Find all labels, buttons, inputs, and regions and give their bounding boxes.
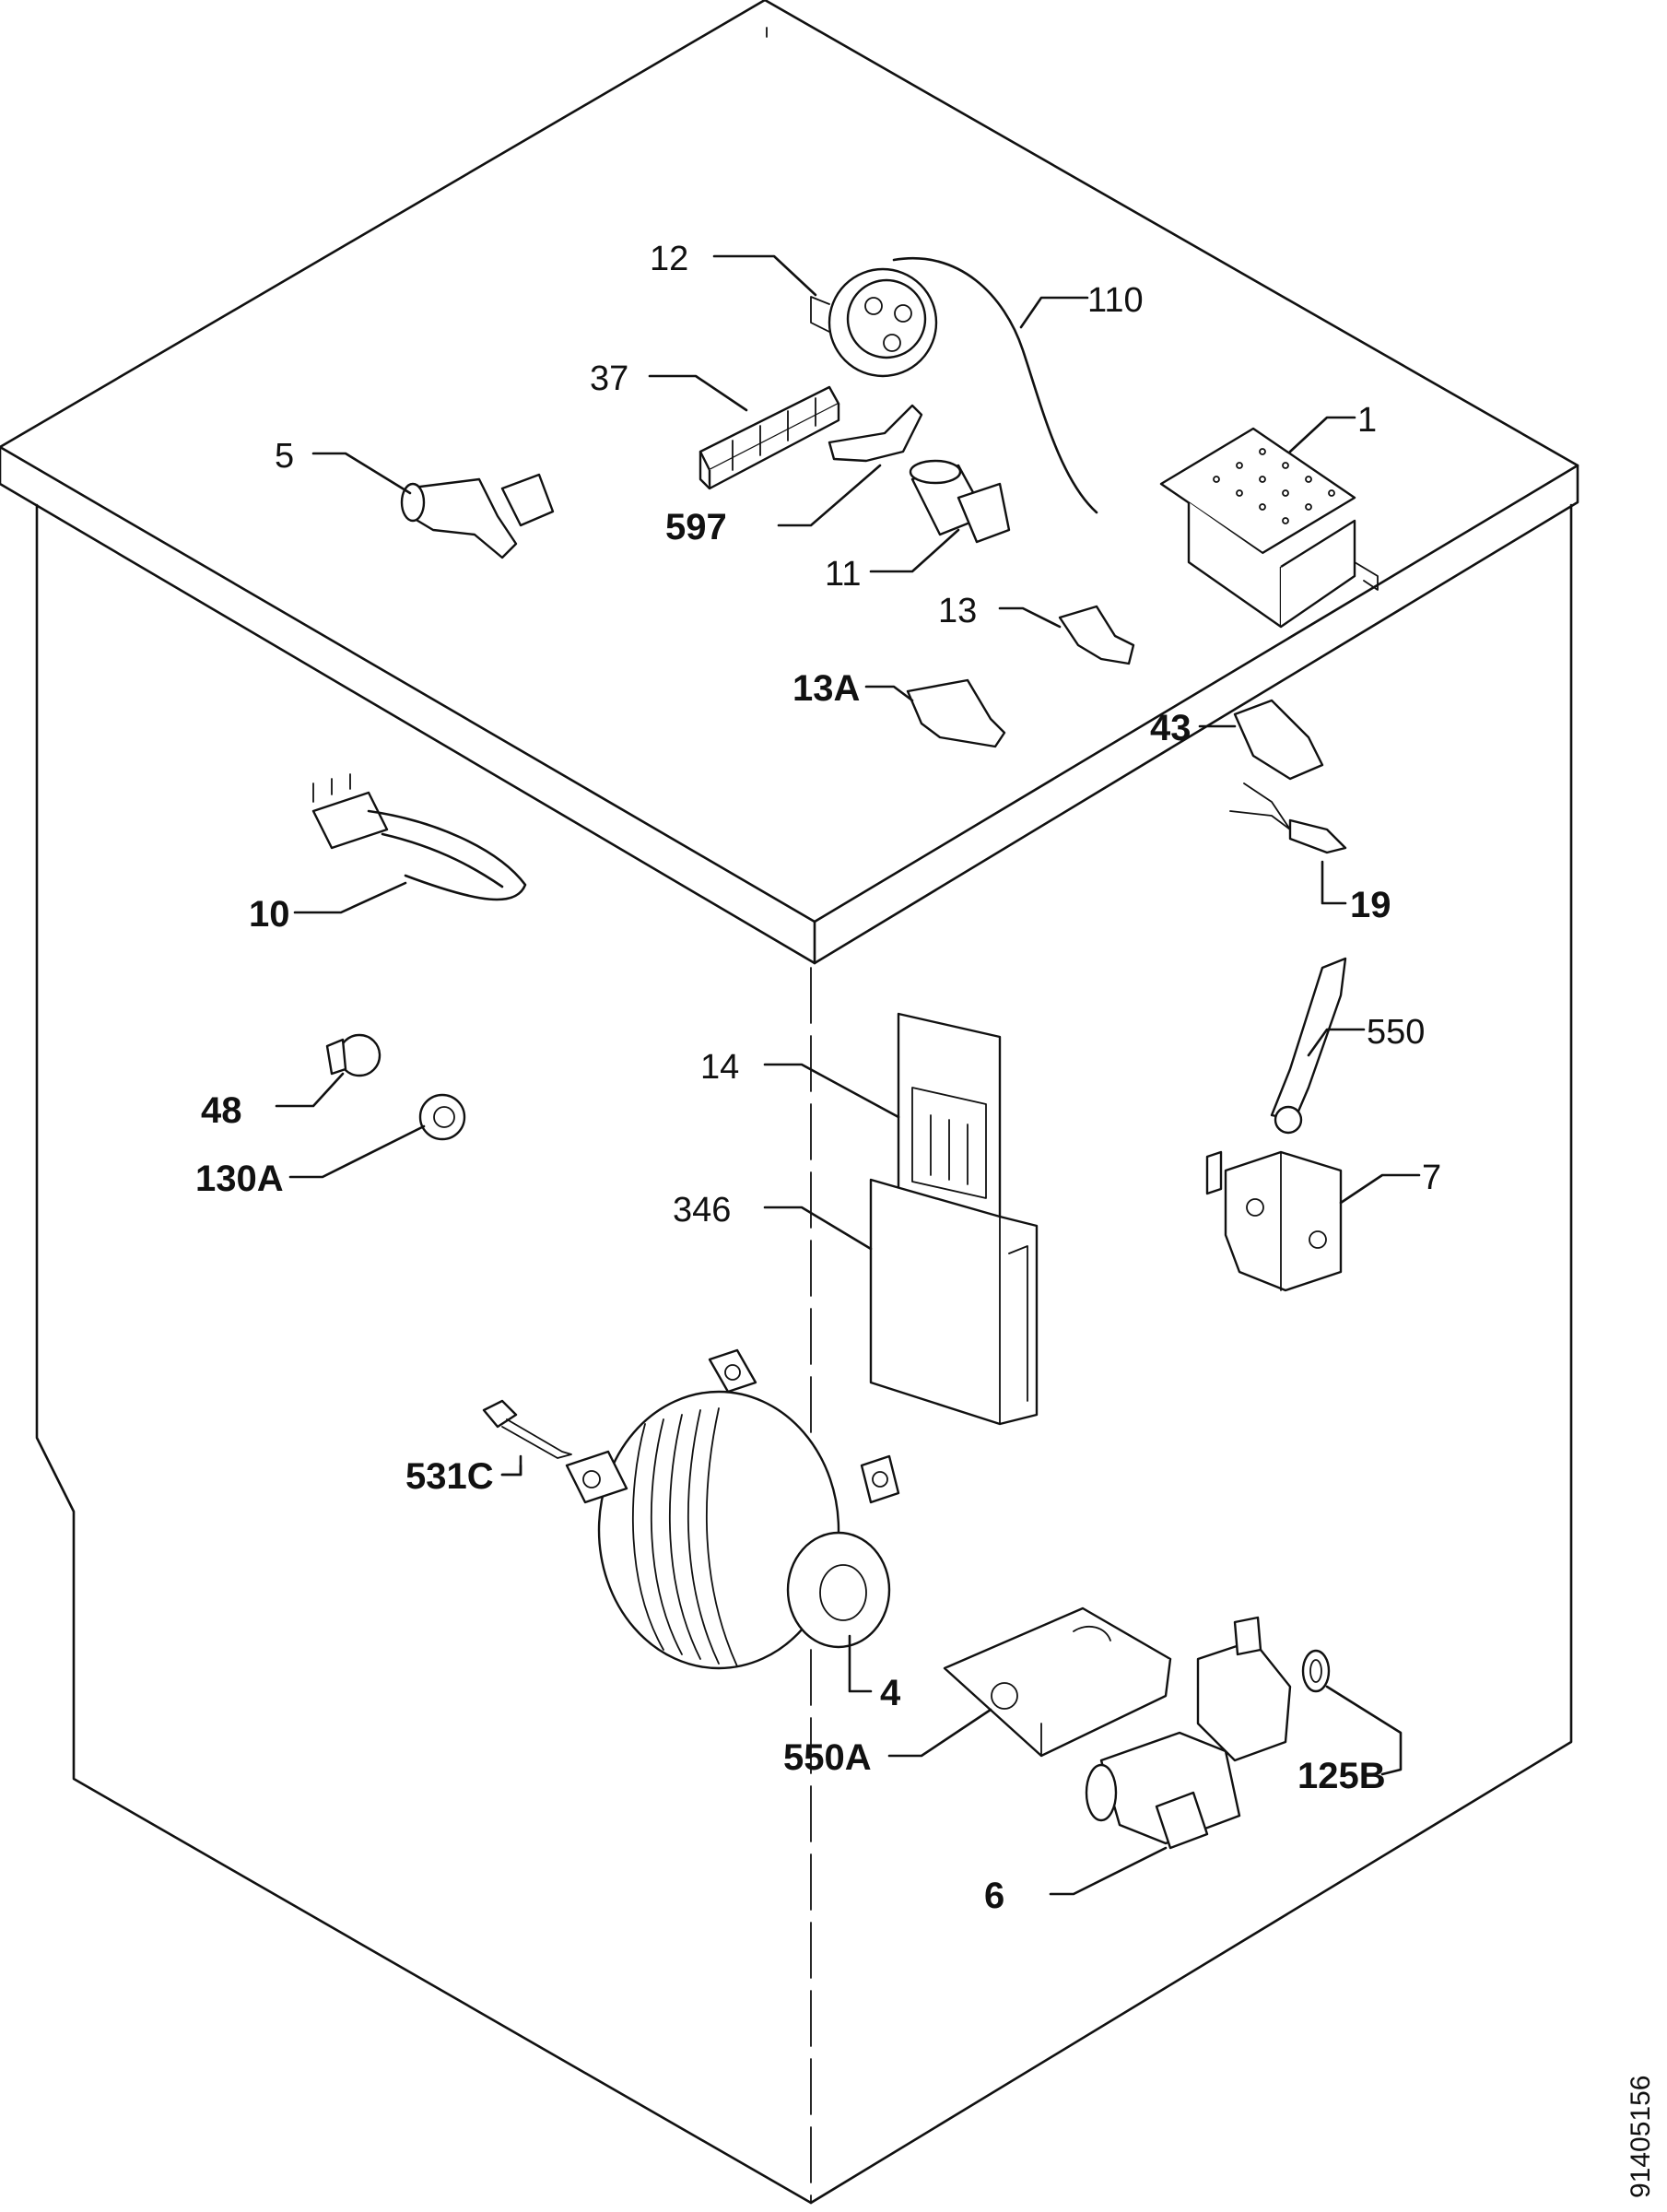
- label-4: 4: [880, 1673, 901, 1713]
- label-13: 13: [938, 592, 977, 630]
- suppressor-43-part: [1233, 699, 1324, 781]
- label-19: 19: [1350, 885, 1391, 925]
- timer-part: [1159, 427, 1379, 629]
- connector-13-part: [1058, 605, 1135, 665]
- seal-550a-part: [943, 1606, 1172, 1758]
- label-550a: 550A: [783, 1737, 872, 1778]
- heater-part: [311, 773, 527, 901]
- leader-lines: [275, 254, 1421, 1896]
- screw-531c-part: [482, 1399, 572, 1459]
- pump-6-part: [1085, 1616, 1292, 1850]
- label-10: 10: [249, 894, 290, 935]
- label-531c: 531C: [405, 1456, 494, 1497]
- label-346: 346: [673, 1191, 731, 1230]
- label-7: 7: [1422, 1159, 1441, 1197]
- document-id: 91405156: [1626, 2076, 1656, 2198]
- label-130a: 130A: [195, 1159, 284, 1199]
- label-597: 597: [665, 507, 727, 547]
- cabinet-outline: [0, 0, 1579, 2205]
- part-labels: 12 110 37 5 1 597 11 13 13A 43 19 10 48 …: [195, 240, 1441, 1916]
- lever-550-part: [1270, 957, 1347, 1135]
- dispenser-346-part: [869, 1178, 1039, 1426]
- label-1: 1: [1357, 401, 1377, 440]
- washer-125b-part: [1301, 1649, 1331, 1693]
- label-110: 110: [1087, 281, 1144, 320]
- label-550: 550: [1367, 1013, 1425, 1052]
- label-125b: 125B: [1297, 1756, 1386, 1796]
- label-14: 14: [700, 1048, 739, 1087]
- connector-13a-part: [906, 678, 1006, 748]
- label-6: 6: [984, 1876, 1004, 1916]
- label-43: 43: [1150, 708, 1192, 748]
- clip-part: [828, 404, 923, 463]
- label-37: 37: [590, 359, 628, 398]
- thermostat-48-part: [325, 1033, 382, 1077]
- label-5: 5: [275, 437, 294, 476]
- pressure-switch-part: [810, 257, 1098, 514]
- terminal-block-part: [698, 385, 840, 490]
- label-11: 11: [825, 555, 861, 594]
- sensor-19-part: [1229, 782, 1347, 854]
- label-12: 12: [650, 240, 688, 278]
- valve-part: [400, 473, 555, 559]
- door-lock-7-part: [1205, 1150, 1343, 1292]
- label-13a: 13A: [792, 668, 860, 709]
- bush-130a-part: [418, 1093, 466, 1141]
- capacitor-part: [909, 459, 1011, 544]
- label-48: 48: [201, 1090, 242, 1131]
- filter-14-part: [897, 1012, 1002, 1228]
- motor-4-part: [565, 1348, 900, 1670]
